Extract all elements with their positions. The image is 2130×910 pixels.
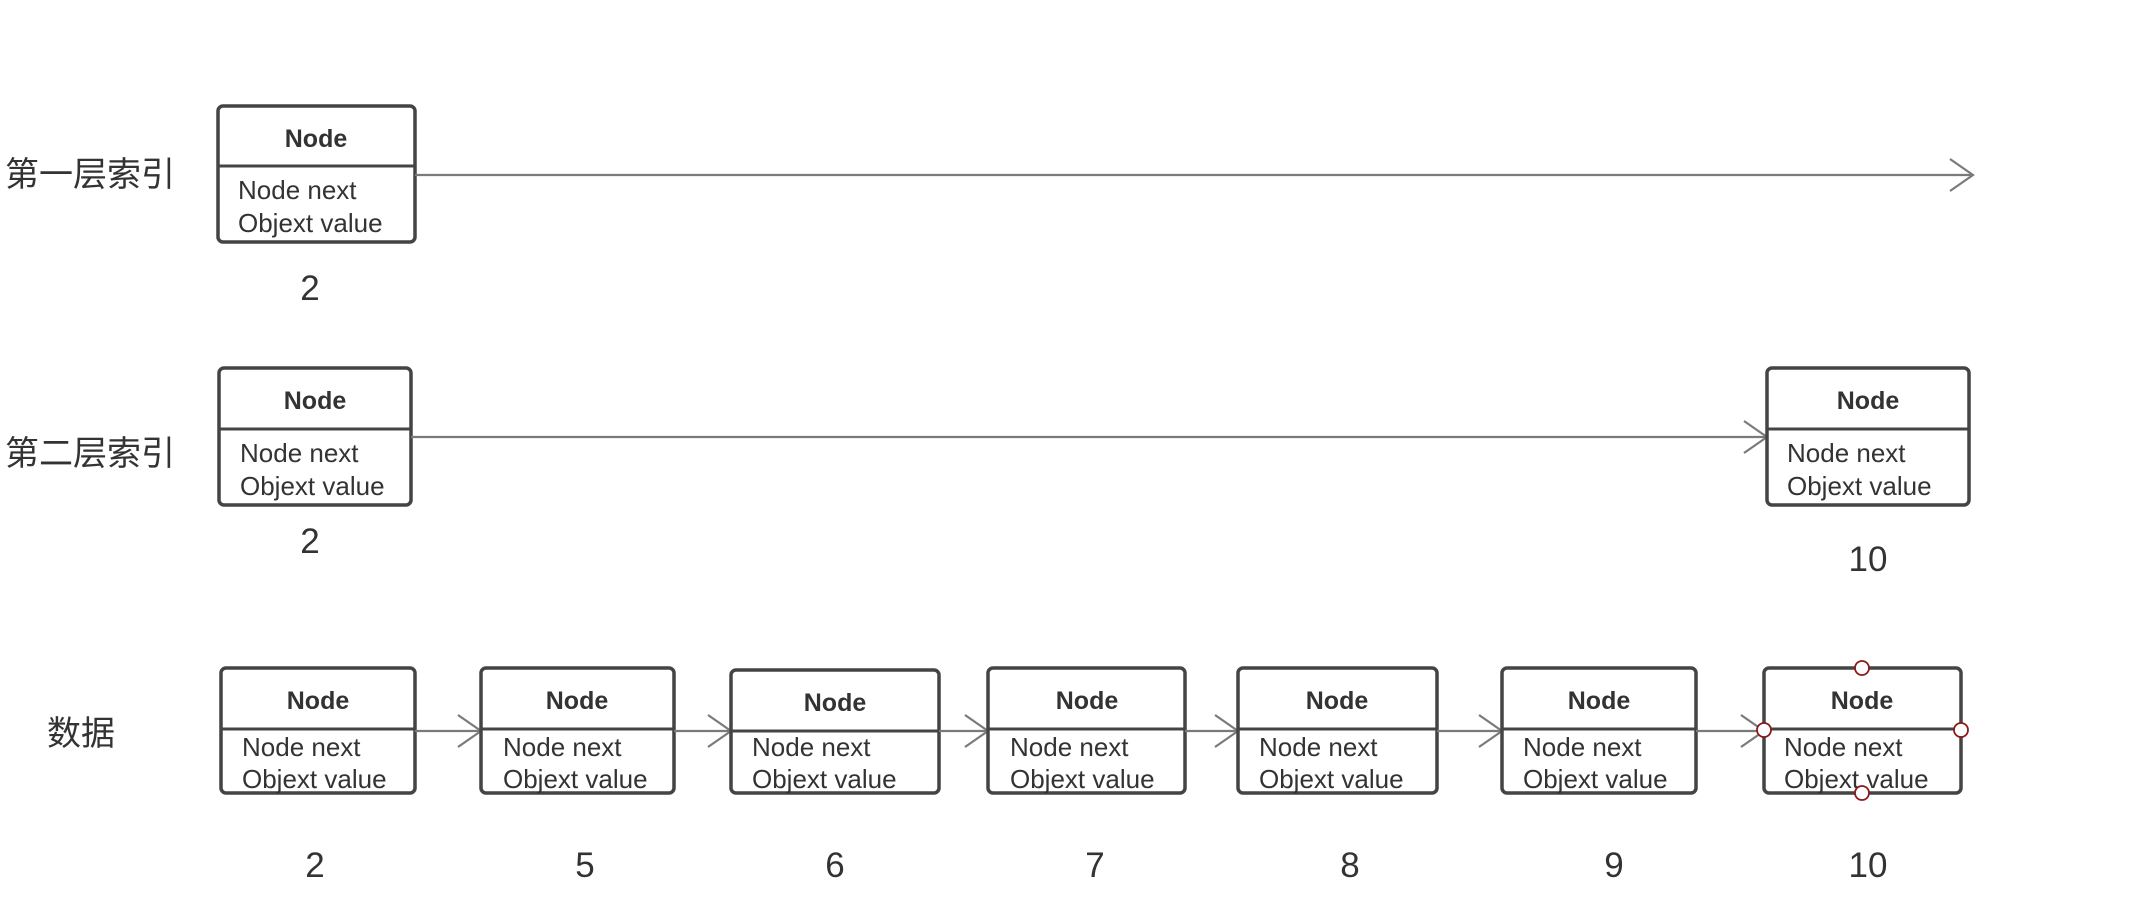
- node-header: Node: [284, 387, 347, 415]
- node-field-value: Objext value: [1787, 471, 1932, 501]
- level-label-data: 数据: [47, 714, 115, 754]
- level2-link-arrow: [411, 420, 1769, 454]
- selection-handle-right[interactable]: [1953, 722, 1969, 738]
- data-key-7: 7: [1085, 846, 1104, 885]
- node-field-next: Node next: [1523, 732, 1642, 762]
- node-field-value: Objext value: [1259, 764, 1404, 794]
- selection-handle-top[interactable]: [1854, 660, 1870, 676]
- level2-node-10[interactable]: Node Node next Objext value: [1765, 366, 1971, 507]
- data-node-10[interactable]: Node Node next Objext value: [1762, 666, 1963, 795]
- node-field-next: Node next: [1787, 438, 1906, 468]
- data-key-2: 2: [305, 846, 324, 885]
- node-header: Node: [1056, 687, 1119, 715]
- node-field-next: Node next: [238, 175, 357, 205]
- data-node-2[interactable]: Node Node next Objext value: [219, 666, 417, 795]
- data-key-10: 10: [1849, 846, 1888, 885]
- node-field-value: Objext value: [752, 764, 897, 794]
- node-header: Node: [1306, 687, 1369, 715]
- data-link-8-9: [1437, 714, 1504, 748]
- level1-node-2[interactable]: Node Node next Objext value: [216, 104, 417, 244]
- node-header: Node: [1568, 687, 1631, 715]
- node-field-value: Objext value: [240, 471, 385, 501]
- node-header: Node: [285, 125, 348, 153]
- data-key-6: 6: [825, 846, 844, 885]
- data-link-5-6: [674, 714, 733, 748]
- selection-handle-bottom[interactable]: [1854, 785, 1870, 801]
- data-key-9: 9: [1604, 846, 1623, 885]
- data-link-9-10: [1696, 714, 1766, 748]
- level2-key-2: 2: [300, 522, 319, 561]
- node-field-value: Objext value: [1523, 764, 1668, 794]
- data-node-7[interactable]: Node Node next Objext value: [986, 666, 1187, 795]
- level-label-second-index: 第二层索引: [5, 434, 175, 474]
- data-node-5[interactable]: Node Node next Objext value: [479, 666, 676, 795]
- node-header: Node: [546, 687, 609, 715]
- data-node-9[interactable]: Node Node next Objext value: [1500, 666, 1698, 795]
- level2-key-10: 10: [1849, 540, 1888, 579]
- data-node-6[interactable]: Node Node next Objext value: [729, 668, 941, 795]
- level-label-first-index: 第一层索引: [5, 155, 175, 195]
- node-header: Node: [804, 689, 867, 717]
- data-link-2-5: [415, 714, 483, 748]
- node-field-next: Node next: [1784, 732, 1903, 762]
- node-header: Node: [1837, 387, 1900, 415]
- data-key-5: 5: [575, 846, 594, 885]
- node-field-next: Node next: [1010, 732, 1129, 762]
- level1-link-arrow: [415, 158, 1975, 192]
- node-field-value: Objext value: [242, 764, 387, 794]
- node-field-next: Node next: [242, 732, 361, 762]
- data-link-7-8: [1185, 714, 1240, 748]
- node-field-next: Node next: [752, 732, 871, 762]
- level2-node-2[interactable]: Node Node next Objext value: [217, 366, 413, 507]
- node-field-value: Objext value: [1010, 764, 1155, 794]
- node-field-value: Objext value: [238, 208, 383, 238]
- node-header: Node: [287, 687, 350, 715]
- data-node-8[interactable]: Node Node next Objext value: [1236, 666, 1439, 795]
- data-key-8: 8: [1340, 846, 1359, 885]
- level1-key-2: 2: [300, 269, 319, 308]
- node-field-value: Objext value: [503, 764, 648, 794]
- data-link-6-7: [939, 714, 990, 748]
- node-field-next: Node next: [240, 438, 359, 468]
- node-header: Node: [1831, 687, 1894, 715]
- node-field-next: Node next: [1259, 732, 1378, 762]
- node-field-next: Node next: [503, 732, 622, 762]
- selection-handle-left[interactable]: [1756, 722, 1772, 738]
